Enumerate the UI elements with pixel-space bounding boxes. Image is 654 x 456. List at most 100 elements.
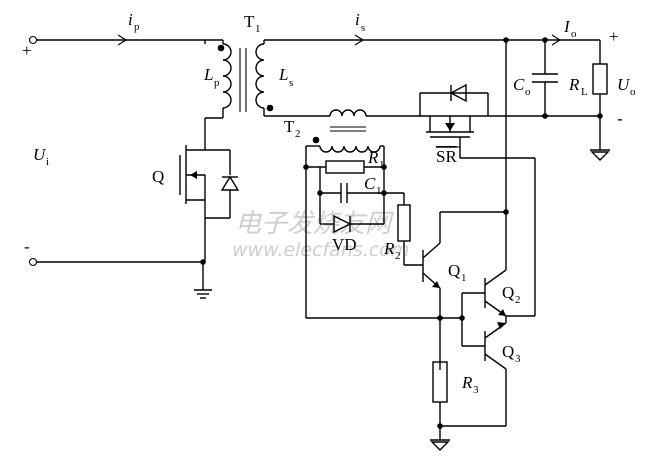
svg-text:o: o xyxy=(525,86,531,98)
svg-text:R: R xyxy=(383,239,395,258)
primary-ground-icon xyxy=(194,289,212,299)
sr-body-diode-icon xyxy=(449,83,467,103)
svg-text:2: 2 xyxy=(515,294,521,306)
watermark-url: www.elecfans.com xyxy=(232,239,409,261)
watermark: 电子发烧友网 www.elecfans.com xyxy=(232,209,409,261)
label-minus-input: - xyxy=(24,237,30,256)
svg-text:L: L xyxy=(581,86,588,98)
svg-text:C: C xyxy=(364,174,376,193)
label-plus-input: + xyxy=(22,41,32,60)
drive-transistors xyxy=(306,40,535,451)
label-minus-output: - xyxy=(617,109,623,128)
output-ground-icon xyxy=(590,149,610,161)
bottom-ground-icon xyxy=(430,439,450,451)
io-arrow-icon xyxy=(551,34,562,46)
svg-text:R: R xyxy=(367,148,379,167)
t2-secondary-winding xyxy=(319,145,381,153)
q-body-arrow-icon xyxy=(190,171,197,179)
svg-text:o: o xyxy=(571,28,577,40)
svg-text:L: L xyxy=(203,65,213,84)
q1-collector-leg xyxy=(422,242,441,259)
t2-dot-marker xyxy=(312,136,320,144)
r2-resistor xyxy=(397,204,411,242)
sr-mosfet xyxy=(410,83,600,316)
q2-emitter-arrow-icon xyxy=(498,309,506,316)
svg-text:R: R xyxy=(568,75,580,94)
svg-text:3: 3 xyxy=(473,384,479,396)
svg-text:s: s xyxy=(289,77,293,89)
svg-text:Q: Q xyxy=(502,342,514,361)
svg-text:Q: Q xyxy=(502,283,514,302)
q-body-diode-icon xyxy=(220,175,240,191)
svg-text:T: T xyxy=(244,12,255,31)
svg-text:1: 1 xyxy=(255,23,261,35)
svg-text:1: 1 xyxy=(379,159,385,171)
q3-collector-leg xyxy=(484,353,507,370)
drive-network xyxy=(303,160,423,266)
label-plus-output: + xyxy=(609,27,619,46)
svg-text:i: i xyxy=(46,156,49,168)
svg-text:T: T xyxy=(284,117,295,136)
ls-dot-marker xyxy=(266,104,274,112)
svg-text:1: 1 xyxy=(461,272,467,284)
current-transformer-t2 xyxy=(305,109,410,318)
sr-body-arrow-icon xyxy=(445,123,455,131)
label-sr: SR xyxy=(436,147,457,166)
svg-text:3: 3 xyxy=(515,353,521,365)
svg-text:p: p xyxy=(134,21,140,33)
label-vd: VD xyxy=(332,235,357,254)
input-minus-terminal xyxy=(28,257,38,267)
vd-diode-icon xyxy=(333,214,352,234)
lp-winding xyxy=(222,43,232,109)
junction-r1-left xyxy=(303,164,309,170)
svg-text:C: C xyxy=(513,75,525,94)
q1-emitter-arrow-icon xyxy=(432,281,440,288)
secondary-winding xyxy=(255,34,600,117)
svg-text:U: U xyxy=(33,145,47,164)
output-stage xyxy=(503,37,610,161)
svg-text:i: i xyxy=(355,10,360,29)
is-arrow-icon xyxy=(354,34,365,46)
svg-text:U: U xyxy=(617,75,631,94)
q2-collector-leg xyxy=(484,269,507,286)
label-q: Q xyxy=(152,167,164,186)
svg-text:o: o xyxy=(630,86,636,98)
lp-dot-marker xyxy=(217,44,225,52)
svg-text:i: i xyxy=(128,10,133,29)
svg-text:p: p xyxy=(214,77,220,89)
r1-resistor xyxy=(325,160,365,174)
svg-text:L: L xyxy=(278,65,288,84)
svg-text:s: s xyxy=(361,22,365,34)
t2-primary-winding xyxy=(329,109,367,117)
svg-text:2: 2 xyxy=(395,250,401,262)
svg-text:I: I xyxy=(563,17,571,36)
input-side xyxy=(28,34,247,299)
ls-winding xyxy=(255,43,265,109)
svg-text:2: 2 xyxy=(295,128,301,140)
rl-resistor xyxy=(592,63,608,95)
svg-text:R: R xyxy=(461,373,473,392)
svg-text:Q: Q xyxy=(448,261,460,280)
q3-emitter-arrow-icon xyxy=(497,322,506,329)
